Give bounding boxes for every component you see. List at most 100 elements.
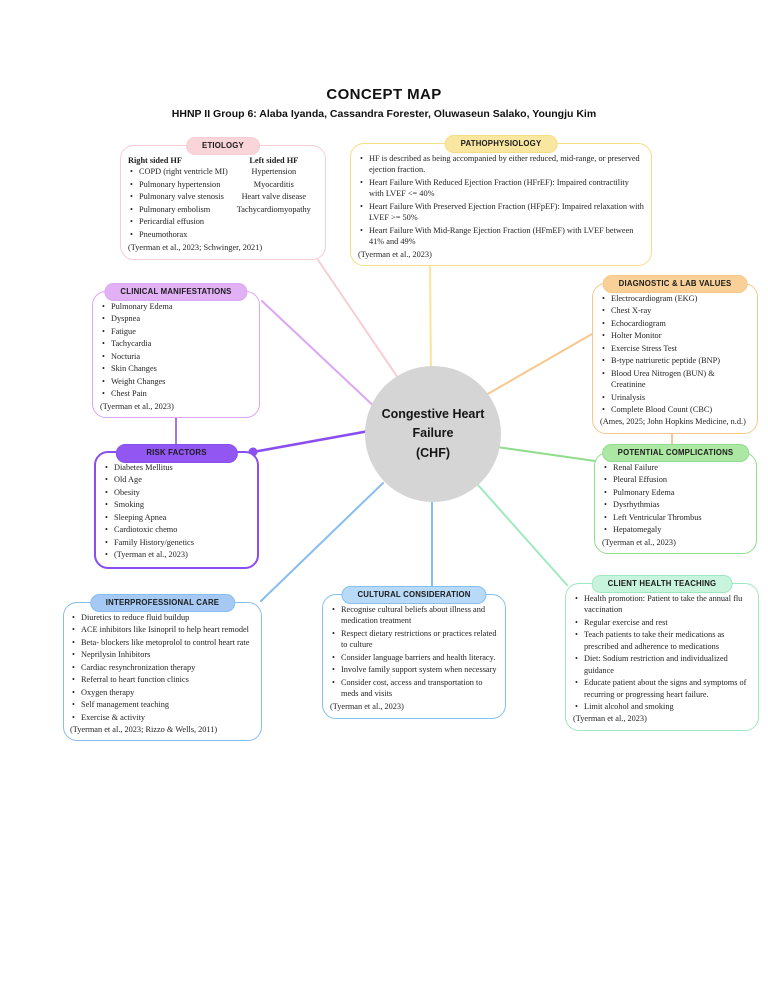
list-item: Smoking — [103, 499, 250, 511]
connector-risk — [251, 429, 371, 454]
list-item: Recognise cultural beliefs about illness… — [330, 604, 498, 627]
diagnostic-lab-values-citation: (Ames, 2025; John Hopkins Medicine, n.d.… — [600, 417, 746, 427]
box-client-health-teaching: CLIENT HEALTH TEACHING Health promotion:… — [565, 575, 759, 731]
center-node-chf: Congestive Heart Failure (CHF) — [365, 366, 501, 502]
box-diagnostic-lab-values: DIAGNOSTIC & LAB VALUES Electrocardiogra… — [592, 275, 758, 434]
list-item: Blood Urea Nitrogen (BUN) & Creatinine — [600, 368, 750, 391]
connector-pathophysiology — [429, 261, 432, 383]
list-item: Beta- blockers like metoprolol to contro… — [70, 637, 255, 649]
list-item: Health promotion: Patient to take the an… — [573, 593, 751, 616]
connector-potential — [496, 446, 596, 462]
list-item: Pulmonary hypertension — [128, 179, 230, 191]
box-clinical-manifestations: CLINICAL MANIFESTATIONS Pulmonary EdemaD… — [92, 283, 260, 418]
list-item: Skin Changes — [100, 363, 252, 375]
list-item: ACE inhibitors like Isinopril to help he… — [70, 624, 255, 636]
clinical-manifestations-list: Pulmonary EdemaDyspneaFatigueTachycardia… — [100, 301, 252, 400]
list-item: Old Age — [103, 474, 250, 486]
risk-factors-list: Diabetes MellitusOld AgeObesitySmokingSl… — [103, 462, 250, 561]
list-item: Limit alcohol and smoking — [573, 701, 751, 713]
list-item: Consider cost, access and transportation… — [330, 677, 498, 700]
list-item: Cardiotoxic chemo — [103, 524, 250, 536]
list-item: Dysrhythmias — [602, 499, 749, 511]
list-item: COPD (right ventricle MI) — [128, 166, 230, 178]
list-item: Chest X-ray — [600, 305, 750, 317]
etiology-citation: (Tyerman et al., 2023; Schwinger, 2021) — [128, 243, 263, 253]
list-item: Renal Failure — [602, 462, 749, 474]
box-interprofessional-care: INTERPROFESSIONAL CARE Diuretics to redu… — [63, 594, 262, 742]
client-health-teaching-list: Health promotion: Patient to take the an… — [573, 593, 751, 713]
list-item: Neprilysin Inhibitors — [70, 649, 255, 661]
list-item: Tachycardia — [100, 338, 252, 350]
box-etiology: ETIOLOGY Right sided HF COPD (right vent… — [120, 137, 326, 260]
connector-diagnostic — [478, 333, 593, 400]
cultural-consideration-list: Recognise cultural beliefs about illness… — [330, 604, 498, 700]
interprofessional-care-list: Diuretics to reduce fluid buildupACE inh… — [70, 612, 255, 723]
list-item: Hepatomegaly — [602, 524, 749, 536]
box-risk-factors: RISK FACTORS Diabetes MellitusOld AgeObe… — [94, 444, 259, 569]
list-item: Teach patients to take their medications… — [573, 629, 751, 652]
list-item: Dyspnea — [100, 313, 252, 325]
list-item: Hypertension — [251, 167, 297, 177]
list-item: Holter Monitor — [600, 330, 750, 342]
list-item: Heart Failure With Reduced Ejection Frac… — [358, 177, 644, 200]
list-item: Diet: Sodium restriction and individuali… — [573, 653, 751, 676]
box-potential-complications: POTENTIAL COMPLICATIONS Renal FailurePle… — [594, 444, 757, 555]
list-item: Heart Failure With Mid-Range Ejection Fr… — [358, 225, 644, 248]
potential-complications-list: Renal FailurePleural EffusionPulmonary E… — [602, 462, 749, 536]
center-node-line1: Congestive Heart — [381, 406, 485, 421]
list-item: Pericardial effusion — [128, 216, 230, 228]
list-item: Pulmonary Edema — [602, 487, 749, 499]
list-item: Respect dietary restrictions or practice… — [330, 628, 498, 651]
list-item: Consider language barriers and health li… — [330, 652, 498, 664]
list-item: (Tyerman et al., 2023) — [103, 549, 250, 561]
box-pathophysiology-header: PATHOPHYSIOLOGY — [444, 135, 558, 153]
list-item: Pulmonary embolism — [128, 204, 230, 216]
list-item: Sleeping Apnea — [103, 512, 250, 524]
connector-interprofessional — [260, 482, 384, 602]
etiology-right-sided-list: COPD (right ventricle MI)Pulmonary hyper… — [128, 166, 230, 240]
list-item: Obesity — [103, 487, 250, 499]
list-item: Family History/genetics — [103, 537, 250, 549]
pathophysiology-list: HF is described as being accompanied by … — [358, 153, 644, 248]
etiology-columns: Right sided HF COPD (right ventricle MI)… — [128, 155, 318, 241]
list-item: Nocturia — [100, 351, 252, 363]
connector-clinical — [261, 300, 381, 413]
list-item: Fatigue — [100, 326, 252, 338]
box-cultural-consideration: CULTURAL CONSIDERATION Recognise cultura… — [322, 586, 506, 719]
center-node-line3: (CHF) — [415, 445, 450, 460]
list-item: Left Ventricular Thrombus — [602, 512, 749, 524]
list-item: Diabetes Mellitus — [103, 462, 250, 474]
list-item: Pulmonary valve stenosis — [128, 191, 230, 203]
cultural-consideration-citation: (Tyerman et al., 2023) — [330, 701, 404, 711]
list-item: Electrocardiogram (EKG) — [600, 293, 750, 305]
list-item: Heart valve disease — [241, 192, 307, 202]
list-item: Complete Blood Count (CBC) — [600, 404, 750, 416]
group-subtitle: HHNP II Group 6: Alaba Iyanda, Cassandra… — [171, 108, 597, 120]
box-cultural-consideration-header: CULTURAL CONSIDERATION — [341, 586, 487, 604]
box-interprofessional-care-header: INTERPROFESSIONAL CARE — [89, 594, 236, 612]
etiology-left-sided-heading: Left sided HF — [249, 156, 299, 165]
box-etiology-header: ETIOLOGY — [186, 137, 260, 155]
list-item: Weight Changes — [100, 376, 252, 388]
connector-etiology — [317, 259, 399, 379]
box-pathophysiology: PATHOPHYSIOLOGY HF is described as being… — [350, 135, 652, 266]
etiology-right-sided-column: Right sided HF COPD (right ventricle MI)… — [128, 155, 230, 241]
list-item: Referral to heart function clinics — [70, 674, 255, 686]
list-item: Cardiac resynchronization therapy — [70, 662, 255, 674]
list-item: Exercise & activity — [70, 712, 255, 724]
list-item: Echocardiogram — [600, 318, 750, 330]
interprofessional-care-citation: (Tyerman et al., 2023; Rizzo & Wells, 20… — [70, 724, 218, 734]
box-client-health-teaching-header: CLIENT HEALTH TEACHING — [591, 575, 733, 593]
pathophysiology-citation: (Tyerman et al., 2023) — [358, 249, 432, 259]
box-diagnostic-lab-values-header: DIAGNOSTIC & LAB VALUES — [602, 275, 748, 293]
list-item: Self management teaching — [70, 699, 255, 711]
diagnostic-lab-values-list: Electrocardiogram (EKG)Chest X-rayEchoca… — [600, 293, 750, 416]
connector-client — [477, 484, 568, 586]
list-item: Pleural Effusion — [602, 474, 749, 486]
list-item: Exercise Stress Test — [600, 343, 750, 355]
box-risk-factors-header: RISK FACTORS — [115, 444, 238, 463]
list-item: Pneumothorax — [128, 229, 230, 241]
list-item: Tachycardiomyopathy — [236, 204, 311, 214]
